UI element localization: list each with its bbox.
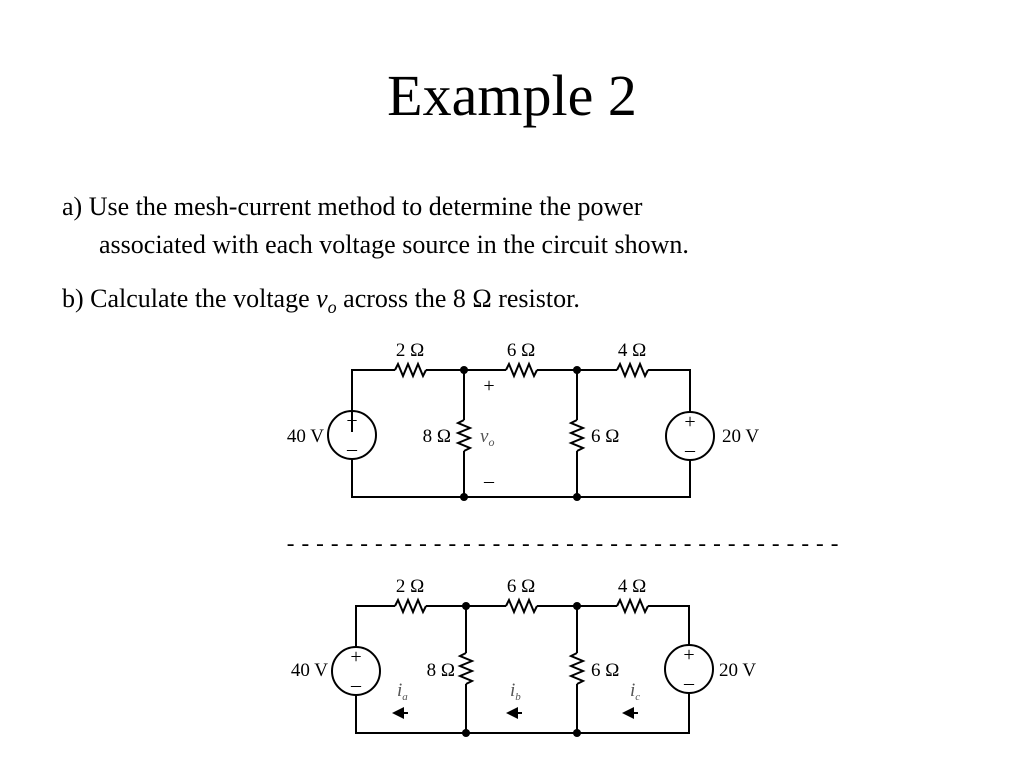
c2-resistor-4ohm — [616, 597, 649, 615]
c1-label-6ohm-mid: 6 Ω — [591, 426, 619, 447]
c2-resistor-6ohm-top — [505, 597, 538, 615]
circuit-1 — [327, 361, 715, 498]
c1-label-6ohm-top: 6 Ω — [507, 340, 535, 361]
part-a-prefix: a) — [62, 192, 89, 221]
c2-voltage-source-40v — [331, 646, 381, 696]
c2-label-4ohm: 4 Ω — [618, 576, 646, 597]
c2-label-ib: ib — [510, 680, 521, 703]
separator-line: -------------------------------------- — [284, 533, 843, 558]
part-b-after: across the 8 Ω resistor. — [336, 284, 580, 313]
c1-vo-minus: – — [483, 470, 495, 492]
c2-src2-plus: + — [683, 644, 694, 666]
c2-resistor-6ohm-mid — [568, 652, 586, 685]
c1-resistor-4ohm — [616, 361, 649, 379]
part-a-line2: associated with each voltage source in t… — [99, 230, 689, 259]
part-b-sub: o — [327, 297, 337, 318]
part-b-text: b) Calculate the voltage vo across the 8… — [62, 280, 962, 326]
c2-label-40v: 40 V — [291, 660, 328, 681]
c2-label-6ohm-mid: 6 Ω — [591, 660, 619, 681]
c1-vo-label: vo — [480, 426, 494, 449]
c2-label-2ohm: 2 Ω — [396, 576, 424, 597]
part-a-line1: Use the mesh-current method to determine… — [88, 192, 643, 221]
c1-nodes — [460, 366, 581, 501]
c2-resistor-8ohm — [457, 652, 475, 685]
c1-vo-plus: + — [483, 375, 494, 397]
c2-label-20v: 20 V — [719, 660, 756, 681]
circuit-2 — [331, 597, 714, 734]
c2-label-ia: ia — [397, 680, 408, 703]
c1-label-20v: 20 V — [722, 426, 759, 447]
c2-src1-plus: + — [350, 646, 361, 668]
part-a-text: a) Use the mesh-current method to determ… — [62, 188, 962, 264]
c1-src2-plus: + — [684, 411, 695, 433]
c1-voltage-source-20v — [665, 411, 715, 461]
c2-src2-minus: – — [683, 672, 695, 694]
c1-resistor-8ohm — [455, 419, 473, 452]
c1-resistor-6ohm-top — [505, 361, 538, 379]
c2-nodes — [462, 602, 581, 737]
c1-src1-plus: + — [346, 410, 357, 432]
c1-label-40v: 40 V — [287, 426, 324, 447]
slide-title: Example 2 — [387, 63, 637, 128]
c2-resistor-2ohm — [394, 597, 427, 615]
c1-src1-minus: – — [346, 438, 358, 460]
c2-src1-minus: – — [350, 674, 362, 696]
c2-voltage-source-20v — [664, 644, 714, 694]
c1-resistor-6ohm-mid — [568, 419, 586, 452]
c2-label-6ohm-top: 6 Ω — [507, 576, 535, 597]
c1-label-8ohm: 8 Ω — [423, 426, 451, 447]
c1-src2-minus: – — [684, 439, 696, 461]
c1-label-4ohm: 4 Ω — [618, 340, 646, 361]
part-b-before: b) Calculate the voltage — [62, 284, 317, 313]
c2-label-ic: ic — [630, 680, 640, 703]
c2-label-8ohm: 8 Ω — [427, 660, 455, 681]
c1-voltage-source-40v — [327, 410, 377, 460]
c1-label-2ohm: 2 Ω — [396, 340, 424, 361]
part-b-var: v — [316, 284, 328, 313]
c1-resistor-2ohm — [394, 361, 427, 379]
